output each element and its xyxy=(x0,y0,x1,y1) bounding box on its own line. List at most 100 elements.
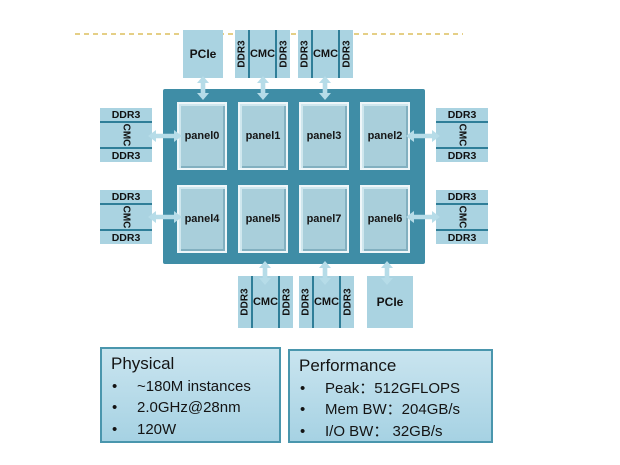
list-item: • I/O BW： 32GB/s xyxy=(298,421,483,442)
panel-label: panel7 xyxy=(306,213,342,225)
cmc-column: CMC xyxy=(313,30,338,78)
separator xyxy=(100,229,152,231)
list-item: • Mem BW：204GB/s xyxy=(298,399,483,420)
ddr3-column: DDR3 xyxy=(341,276,354,328)
cmc-label: CMC xyxy=(313,296,340,308)
ddr3-label: DDR3 xyxy=(447,231,477,244)
performance-info-box: Performance • Peak：512GFLOPS • Mem BW：20… xyxy=(288,349,493,443)
cmc-row: CMC xyxy=(436,123,488,147)
ddr3-column: DDR3 xyxy=(235,30,248,78)
ddr3-label: DDR3 xyxy=(299,40,310,68)
cmc-row: CMC xyxy=(100,123,152,147)
separator xyxy=(248,30,250,78)
cmc-row: CMC xyxy=(436,205,488,229)
panel-block: panel5 xyxy=(238,185,288,253)
memory-stack-left-top: DDR3 CMC DDR3 xyxy=(100,108,152,162)
panel-label: panel1 xyxy=(245,130,281,142)
separator xyxy=(339,276,341,328)
separator xyxy=(312,276,314,328)
performance-title: Performance xyxy=(299,356,397,375)
double-arrow-icon xyxy=(406,130,440,142)
pcie-label: PCIe xyxy=(376,295,404,309)
physical-info-box: Physical • ~180M instances • 2.0GHz@28nm… xyxy=(100,347,281,443)
panel-label: panel3 xyxy=(306,130,342,142)
separator xyxy=(100,121,152,123)
pcie-block-top: PCIe xyxy=(183,30,223,78)
performance-item: Mem BW：204GB/s xyxy=(325,401,461,419)
separator xyxy=(436,147,488,149)
double-arrow-icon xyxy=(381,261,393,285)
separator xyxy=(275,30,277,78)
ddr3-label: DDR3 xyxy=(447,108,477,121)
physical-item: ~180M instances xyxy=(137,378,251,395)
separator xyxy=(100,147,152,149)
ddr3-label: DDR3 xyxy=(236,40,247,68)
panel-block: panel0 xyxy=(177,102,227,170)
double-arrow-icon xyxy=(197,76,209,100)
panel-block: panel3 xyxy=(299,102,349,170)
physical-item: 120W xyxy=(137,420,177,438)
ddr3-label: DDR3 xyxy=(342,288,353,316)
bullet: • xyxy=(300,401,306,419)
list-item: • 2.0GHz@28nm xyxy=(110,397,271,418)
ddr3-label: DDR3 xyxy=(239,288,250,316)
panel-label: panel6 xyxy=(367,213,403,225)
cmc-block-top-left: DDR3 CMC DDR3 xyxy=(235,30,290,78)
chip-die: panel0 panel1 panel3 panel2 panel4 panel… xyxy=(163,89,425,264)
pcie-block-bottom: PCIe xyxy=(367,276,413,328)
cmc-label: CMC xyxy=(312,48,339,60)
double-arrow-icon xyxy=(406,211,440,223)
panel-label: panel5 xyxy=(245,213,281,225)
separator xyxy=(278,276,280,328)
panel-block: panel1 xyxy=(238,102,288,170)
physical-title: Physical xyxy=(111,354,175,373)
cmc-label: CMC xyxy=(249,48,276,60)
list-item: • ~180M instances xyxy=(110,376,271,397)
pcie-label: PCIe xyxy=(189,47,217,61)
cmc-label: CMC xyxy=(456,123,468,147)
ddr3-label: DDR3 xyxy=(447,190,477,203)
performance-item: Peak：512GFLOPS xyxy=(325,380,461,397)
separator xyxy=(436,121,488,123)
panel-block: panel2 xyxy=(360,102,410,170)
ddr3-label: DDR3 xyxy=(111,108,141,121)
ddr3-label: DDR3 xyxy=(341,40,352,68)
cmc-column: CMC xyxy=(253,276,278,328)
bullet: • xyxy=(112,399,118,417)
panel-block: panel6 xyxy=(360,185,410,253)
cmc-column: CMC xyxy=(250,30,275,78)
cmc-block-bottom-right: DDR3 CMC DDR3 xyxy=(299,276,354,328)
bullet: • xyxy=(112,420,118,438)
double-arrow-icon xyxy=(259,261,271,285)
cmc-label: CMC xyxy=(252,296,279,308)
ddr3-column: DDR3 xyxy=(280,276,293,328)
ddr3-column: DDR3 xyxy=(277,30,290,78)
panel-label: panel4 xyxy=(184,213,220,225)
bullet: • xyxy=(112,378,118,395)
ddr3-column: DDR3 xyxy=(298,30,311,78)
list-item: • 120W xyxy=(110,419,271,440)
ddr3-label: DDR3 xyxy=(447,149,477,162)
ddr3-column: DDR3 xyxy=(299,276,312,328)
separator xyxy=(100,203,152,205)
ddr3-column: DDR3 xyxy=(238,276,251,328)
separator xyxy=(436,203,488,205)
panel-block: panel7 xyxy=(299,185,349,253)
ddr3-label: DDR3 xyxy=(281,288,292,316)
cmc-label: CMC xyxy=(120,205,132,229)
cmc-label: CMC xyxy=(456,205,468,229)
double-arrow-icon xyxy=(319,76,331,100)
separator xyxy=(436,229,488,231)
bullet: • xyxy=(300,380,306,397)
double-arrow-icon xyxy=(148,211,182,223)
double-arrow-icon xyxy=(257,76,269,100)
cmc-column: CMC xyxy=(314,276,339,328)
double-arrow-icon xyxy=(319,261,331,285)
ddr3-label: DDR3 xyxy=(111,149,141,162)
cmc-label: CMC xyxy=(120,123,132,147)
panel-block: panel4 xyxy=(177,185,227,253)
double-arrow-icon xyxy=(148,130,182,142)
cmc-block-top-right: DDR3 CMC DDR3 xyxy=(298,30,353,78)
memory-stack-right-bottom: DDR3 CMC DDR3 xyxy=(436,190,488,244)
